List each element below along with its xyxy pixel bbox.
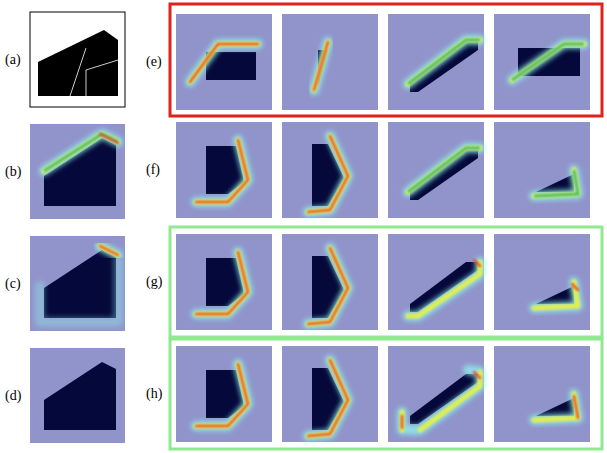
heatmap-panel [494,122,590,218]
heatmap-panel [176,14,272,110]
heatmap-panel [494,346,590,442]
panel-label: (g) [146,275,162,289]
heatmap-panel [30,124,125,219]
highlight-frame [170,227,602,337]
heatmap-panel [388,234,484,330]
panel-label: (c) [5,277,21,291]
heatmap-panel [282,122,378,218]
heatmap-panel [176,234,272,330]
heatmap-panel [388,346,484,442]
heatmap-panel [282,14,378,110]
highlight-frame [170,339,602,449]
heatmap-panel [494,14,590,110]
heatmap-panel [176,122,272,218]
heatmap-panel [30,236,125,331]
heatmap-panel [388,122,484,218]
highlight-frame [170,4,602,116]
panel-label: (e) [146,55,162,69]
heatmap-panel [494,234,590,330]
heatmap-panel [282,346,378,442]
heatmap-panel [282,234,378,330]
panel-label: (d) [5,389,21,403]
heatmap-panel [30,348,125,443]
panel-label: (b) [5,165,21,179]
heatmap-panel [388,14,484,110]
panel-label: (h) [146,387,162,401]
panel-label: (a) [5,53,21,67]
panel-label: (f) [146,163,160,177]
heatmap-panel [176,346,272,442]
input-image [30,12,125,107]
